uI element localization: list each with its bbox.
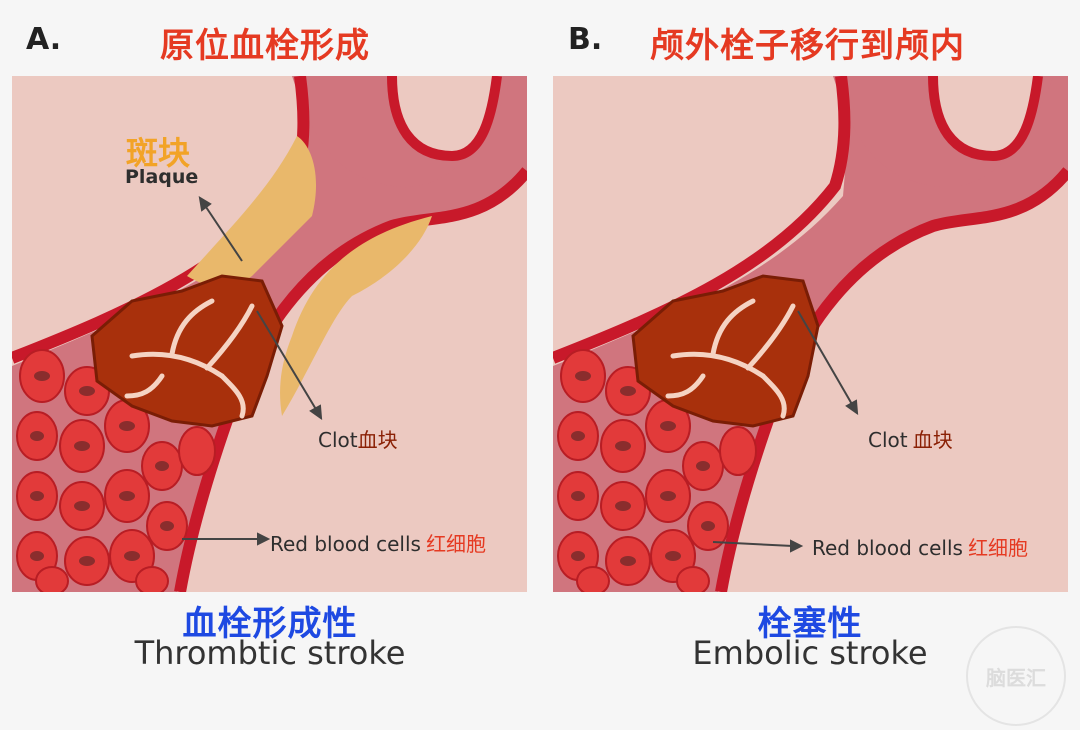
panel-b-caption-cn: 栓塞性 bbox=[757, 604, 863, 644]
rbc-label-en: Red blood cells bbox=[812, 536, 963, 560]
panel-b-title: 颅外栓子移行到颅内 bbox=[650, 26, 965, 66]
panel-a-title: 原位血栓形成 bbox=[160, 26, 370, 66]
panel-b-figure bbox=[553, 76, 1068, 592]
plaque-lower bbox=[280, 216, 432, 416]
vessel-wall-lower bbox=[174, 167, 527, 592]
vessel-wall-upper bbox=[553, 76, 851, 364]
vessel-wall-lower bbox=[715, 167, 1068, 592]
clot-label-cn: 血块 bbox=[357, 428, 398, 452]
thrombotic-illustration bbox=[12, 76, 527, 592]
fibrin-strands bbox=[124, 298, 255, 419]
clot-label-en: Clot bbox=[318, 428, 358, 452]
clot-label-cn: 血块 bbox=[912, 428, 953, 452]
rbc-arrow bbox=[712, 541, 794, 547]
vessel-lumen bbox=[12, 76, 527, 592]
panel-b-letter: B. bbox=[568, 22, 603, 57]
plaque-label-en: Plaque bbox=[125, 166, 199, 188]
clot-arrow bbox=[797, 310, 854, 407]
red-blood-cells bbox=[16, 349, 216, 592]
rbc-label-a: Red blood cells 红细胞 bbox=[270, 528, 486, 557]
panel-b-caption-en: Embolic stroke bbox=[692, 634, 928, 672]
vessel-lumen bbox=[553, 76, 1068, 592]
clot-label-en: Clot bbox=[868, 428, 908, 452]
rbc-label-cn: 红细胞 bbox=[968, 536, 1029, 560]
watermark-text: 脑医汇 bbox=[986, 665, 1046, 690]
panel-a-caption-cn: 血栓形成性 bbox=[182, 604, 358, 644]
plaque-label-cn: 斑块 bbox=[126, 134, 191, 172]
clot-label-b: Clot 血块 bbox=[868, 424, 953, 453]
plaque-arrow bbox=[203, 203, 243, 262]
rbc-label-cn: 红细胞 bbox=[426, 532, 487, 556]
plaque-upper bbox=[187, 136, 317, 288]
embolic-illustration bbox=[553, 76, 1068, 592]
clot-arrow bbox=[256, 310, 318, 412]
panel-a-letter: A. bbox=[26, 22, 62, 57]
clot-label-a: Clot血块 bbox=[318, 424, 398, 453]
panel-a-figure bbox=[12, 76, 527, 592]
panel-a-caption-en: Thrombtic stroke bbox=[134, 634, 406, 672]
fibrin-strands bbox=[665, 298, 796, 419]
rbc-label-b: Red blood cells 红细胞 bbox=[812, 532, 1028, 561]
rbc-label-en: Red blood cells bbox=[270, 532, 421, 556]
watermark-logo: 脑医汇 bbox=[966, 626, 1066, 726]
